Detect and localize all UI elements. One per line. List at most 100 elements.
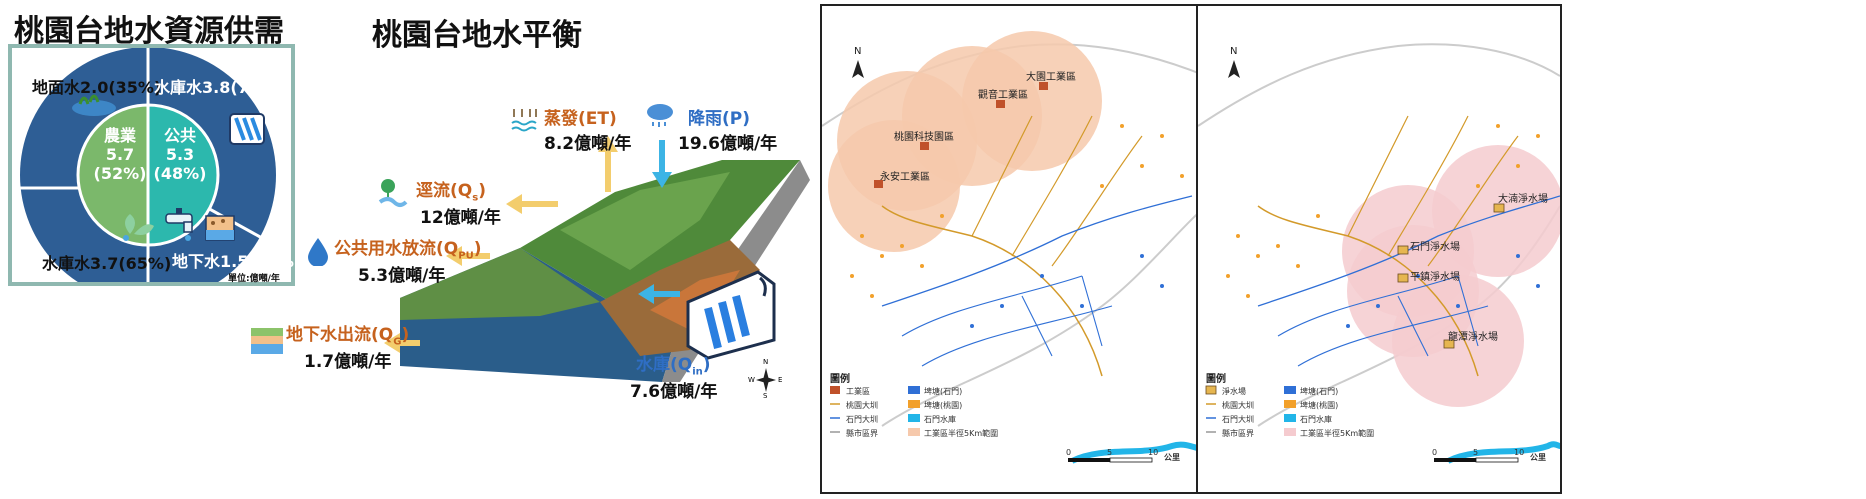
public-discharge-text: 公共用水放流(Q xyxy=(334,239,459,259)
public-pct: (48%) xyxy=(153,164,207,183)
pond-icon xyxy=(72,94,116,116)
legend-item: 工業區半徑5Km範圍 xyxy=(924,429,999,438)
public-discharge-arrow xyxy=(446,246,490,266)
runoff-label: 逕流(Qs) 12億噸/年 xyxy=(416,181,501,229)
map-treatment-canvas xyxy=(1198,43,1560,464)
map-industrial-canvas xyxy=(822,31,1206,464)
faucet-icon xyxy=(165,208,193,241)
rain-cloud-icon xyxy=(647,104,673,127)
legend-item: 埤塘(桃園) xyxy=(1300,401,1339,410)
scale-5: 5 xyxy=(1473,448,1479,457)
zone-taoyuan-tech: 桃園科技園區 xyxy=(894,132,954,143)
supply-frame: 地面水2.0(35%) 水庫水3.8(72%) 水庫水3.7(65%) 地下水1… xyxy=(8,44,301,286)
reservoir-in-arrow xyxy=(638,284,680,304)
legend-item: 工業區 xyxy=(846,387,870,396)
plant-danan: 大湳淨水場 xyxy=(1498,194,1548,205)
plant-pingzhen: 平鎮淨水場 xyxy=(1410,272,1460,283)
legend-item: 埤塘(石門) xyxy=(924,387,963,396)
legend-item: 桃園大圳 xyxy=(1222,401,1254,410)
groundwater-label: 地下水1.5(28%) xyxy=(172,252,302,271)
reservoir-public-label: 水庫水3.8(72%) xyxy=(154,78,284,97)
north-label: N xyxy=(854,46,862,57)
legend-item: 石門水庫 xyxy=(924,415,956,424)
public-discharge-sub: PU xyxy=(458,250,474,262)
precip-label-text: 降雨(P) xyxy=(688,109,750,129)
groundwater-out-value: 1.7億噸/年 xyxy=(304,352,392,373)
et-value: 8.2億噸/年 xyxy=(544,134,632,154)
legend-item: 淨水場 xyxy=(1222,387,1246,396)
unit-label: 單位:億噸/年 xyxy=(228,274,280,284)
reservoir-dam-icon xyxy=(686,270,776,360)
et-label: 蒸發(ET) 8.2億噸/年 xyxy=(544,104,631,154)
reservoir-in-text: 水庫(Q xyxy=(636,355,693,375)
reservoir-in-sub: in xyxy=(692,366,703,378)
agri-name: 農業 xyxy=(103,126,136,145)
drop-icon xyxy=(308,238,328,266)
legend-item: 石門水庫 xyxy=(1300,415,1332,424)
plant-icon xyxy=(123,214,154,241)
public-discharge-label: 公共用水放流(QPU) 5.3億噸/年 xyxy=(334,239,482,287)
groundwater-icon xyxy=(205,215,235,241)
scale-unit: 公里 xyxy=(1164,453,1180,462)
zone-yongan: 永安工業區 xyxy=(880,172,930,183)
scale-0: 0 xyxy=(1066,448,1072,457)
scale-unit: 公里 xyxy=(1530,453,1546,462)
reservoir-agri-label: 水庫水3.7(65%) xyxy=(42,254,172,273)
scale-0: 0 xyxy=(1432,448,1438,457)
compass-n: N xyxy=(763,358,769,366)
groundwater-out-arrow xyxy=(384,333,420,353)
compass-s: S xyxy=(763,392,768,400)
supply-title: 桃園台地水資源供需 xyxy=(14,14,284,49)
agri-value: 5.7 xyxy=(105,145,135,164)
runoff-arrow xyxy=(506,194,558,214)
groundwater-out-sub: G xyxy=(393,336,402,348)
legend-item: 石門大圳 xyxy=(1222,415,1254,424)
legend-item: 埤塘(桃園) xyxy=(924,401,963,410)
legend-item: 桃園大圳 xyxy=(846,401,878,410)
zone-guanyin: 觀音工業區 xyxy=(978,90,1028,101)
reservoir-in-value: 7.6億噸/年 xyxy=(630,382,718,403)
runoff-label-text: 逕流(Q xyxy=(416,181,473,201)
scale-10: 10 xyxy=(1514,448,1525,457)
precip-value: 19.6億噸/年 xyxy=(678,134,778,154)
runoff-icon xyxy=(378,179,408,207)
surface-water-label: 地面水2.0(35%) xyxy=(32,78,162,97)
public-name: 公共 xyxy=(163,126,196,145)
precip-arrow xyxy=(652,140,672,188)
legend-item: 石門大圳 xyxy=(846,415,878,424)
legend-item: 縣市區界 xyxy=(846,429,878,438)
compass-e: E xyxy=(778,376,783,384)
compass-icon xyxy=(756,368,776,392)
legend-title: 圖例 xyxy=(1206,374,1226,385)
runoff-value: 12億噸/年 xyxy=(420,208,501,229)
legend-item: 縣市區界 xyxy=(1222,429,1254,438)
plant-shimen: 石門淨水場 xyxy=(1410,242,1460,253)
public-discharge-value: 5.3億噸/年 xyxy=(358,266,446,287)
precip-label: 降雨(P) 19.6億噸/年 xyxy=(678,104,777,154)
zone-dayuan: 大園工業區 xyxy=(1026,72,1076,83)
map-treatment-plants: N 大湳淨水場 石門淨水場 平鎮淨水場 龍潭淨水場 圖例 淨水場 桃園大圳 石門… xyxy=(1196,4,1562,494)
legend-item: 埤塘(石門) xyxy=(1300,387,1339,396)
dam-icon xyxy=(229,113,265,145)
compass-w: W xyxy=(748,376,755,384)
plant-longtan: 龍潭淨水場 xyxy=(1448,332,1498,343)
et-arrow xyxy=(598,136,618,192)
scale-5: 5 xyxy=(1107,448,1113,457)
map-industrial: N 大園工業區 觀音工業區 桃園科技園區 永安工業區 圖例 工業區 桃園大圳 石… xyxy=(820,4,1208,494)
legend-title: 圖例 xyxy=(830,374,850,385)
runoff-sub: s xyxy=(472,192,479,204)
north-label: N xyxy=(1230,46,1238,57)
groundwater-layers-icon xyxy=(251,328,283,354)
agri-block: 農業 5.7 (52%) xyxy=(92,126,148,183)
scale-10: 10 xyxy=(1148,448,1159,457)
compass-rose: N S E W xyxy=(748,358,784,400)
legend-item: 工業區半徑5Km範圍 xyxy=(1300,429,1375,438)
supply-donut xyxy=(12,48,276,282)
public-block: 公共 5.3 (48%) xyxy=(152,126,208,183)
public-value: 5.3 xyxy=(165,145,195,164)
reservoir-in-label: 水庫(Qin) 7.6億噸/年 xyxy=(630,355,718,403)
groundwater-out-text: 地下水出流(Q xyxy=(286,325,394,345)
et-label-text: 蒸發(ET) xyxy=(544,109,617,129)
groundwater-out-label: 地下水出流(QG) 1.7億噸/年 xyxy=(286,325,410,373)
agri-pct: (52%) xyxy=(93,164,147,183)
